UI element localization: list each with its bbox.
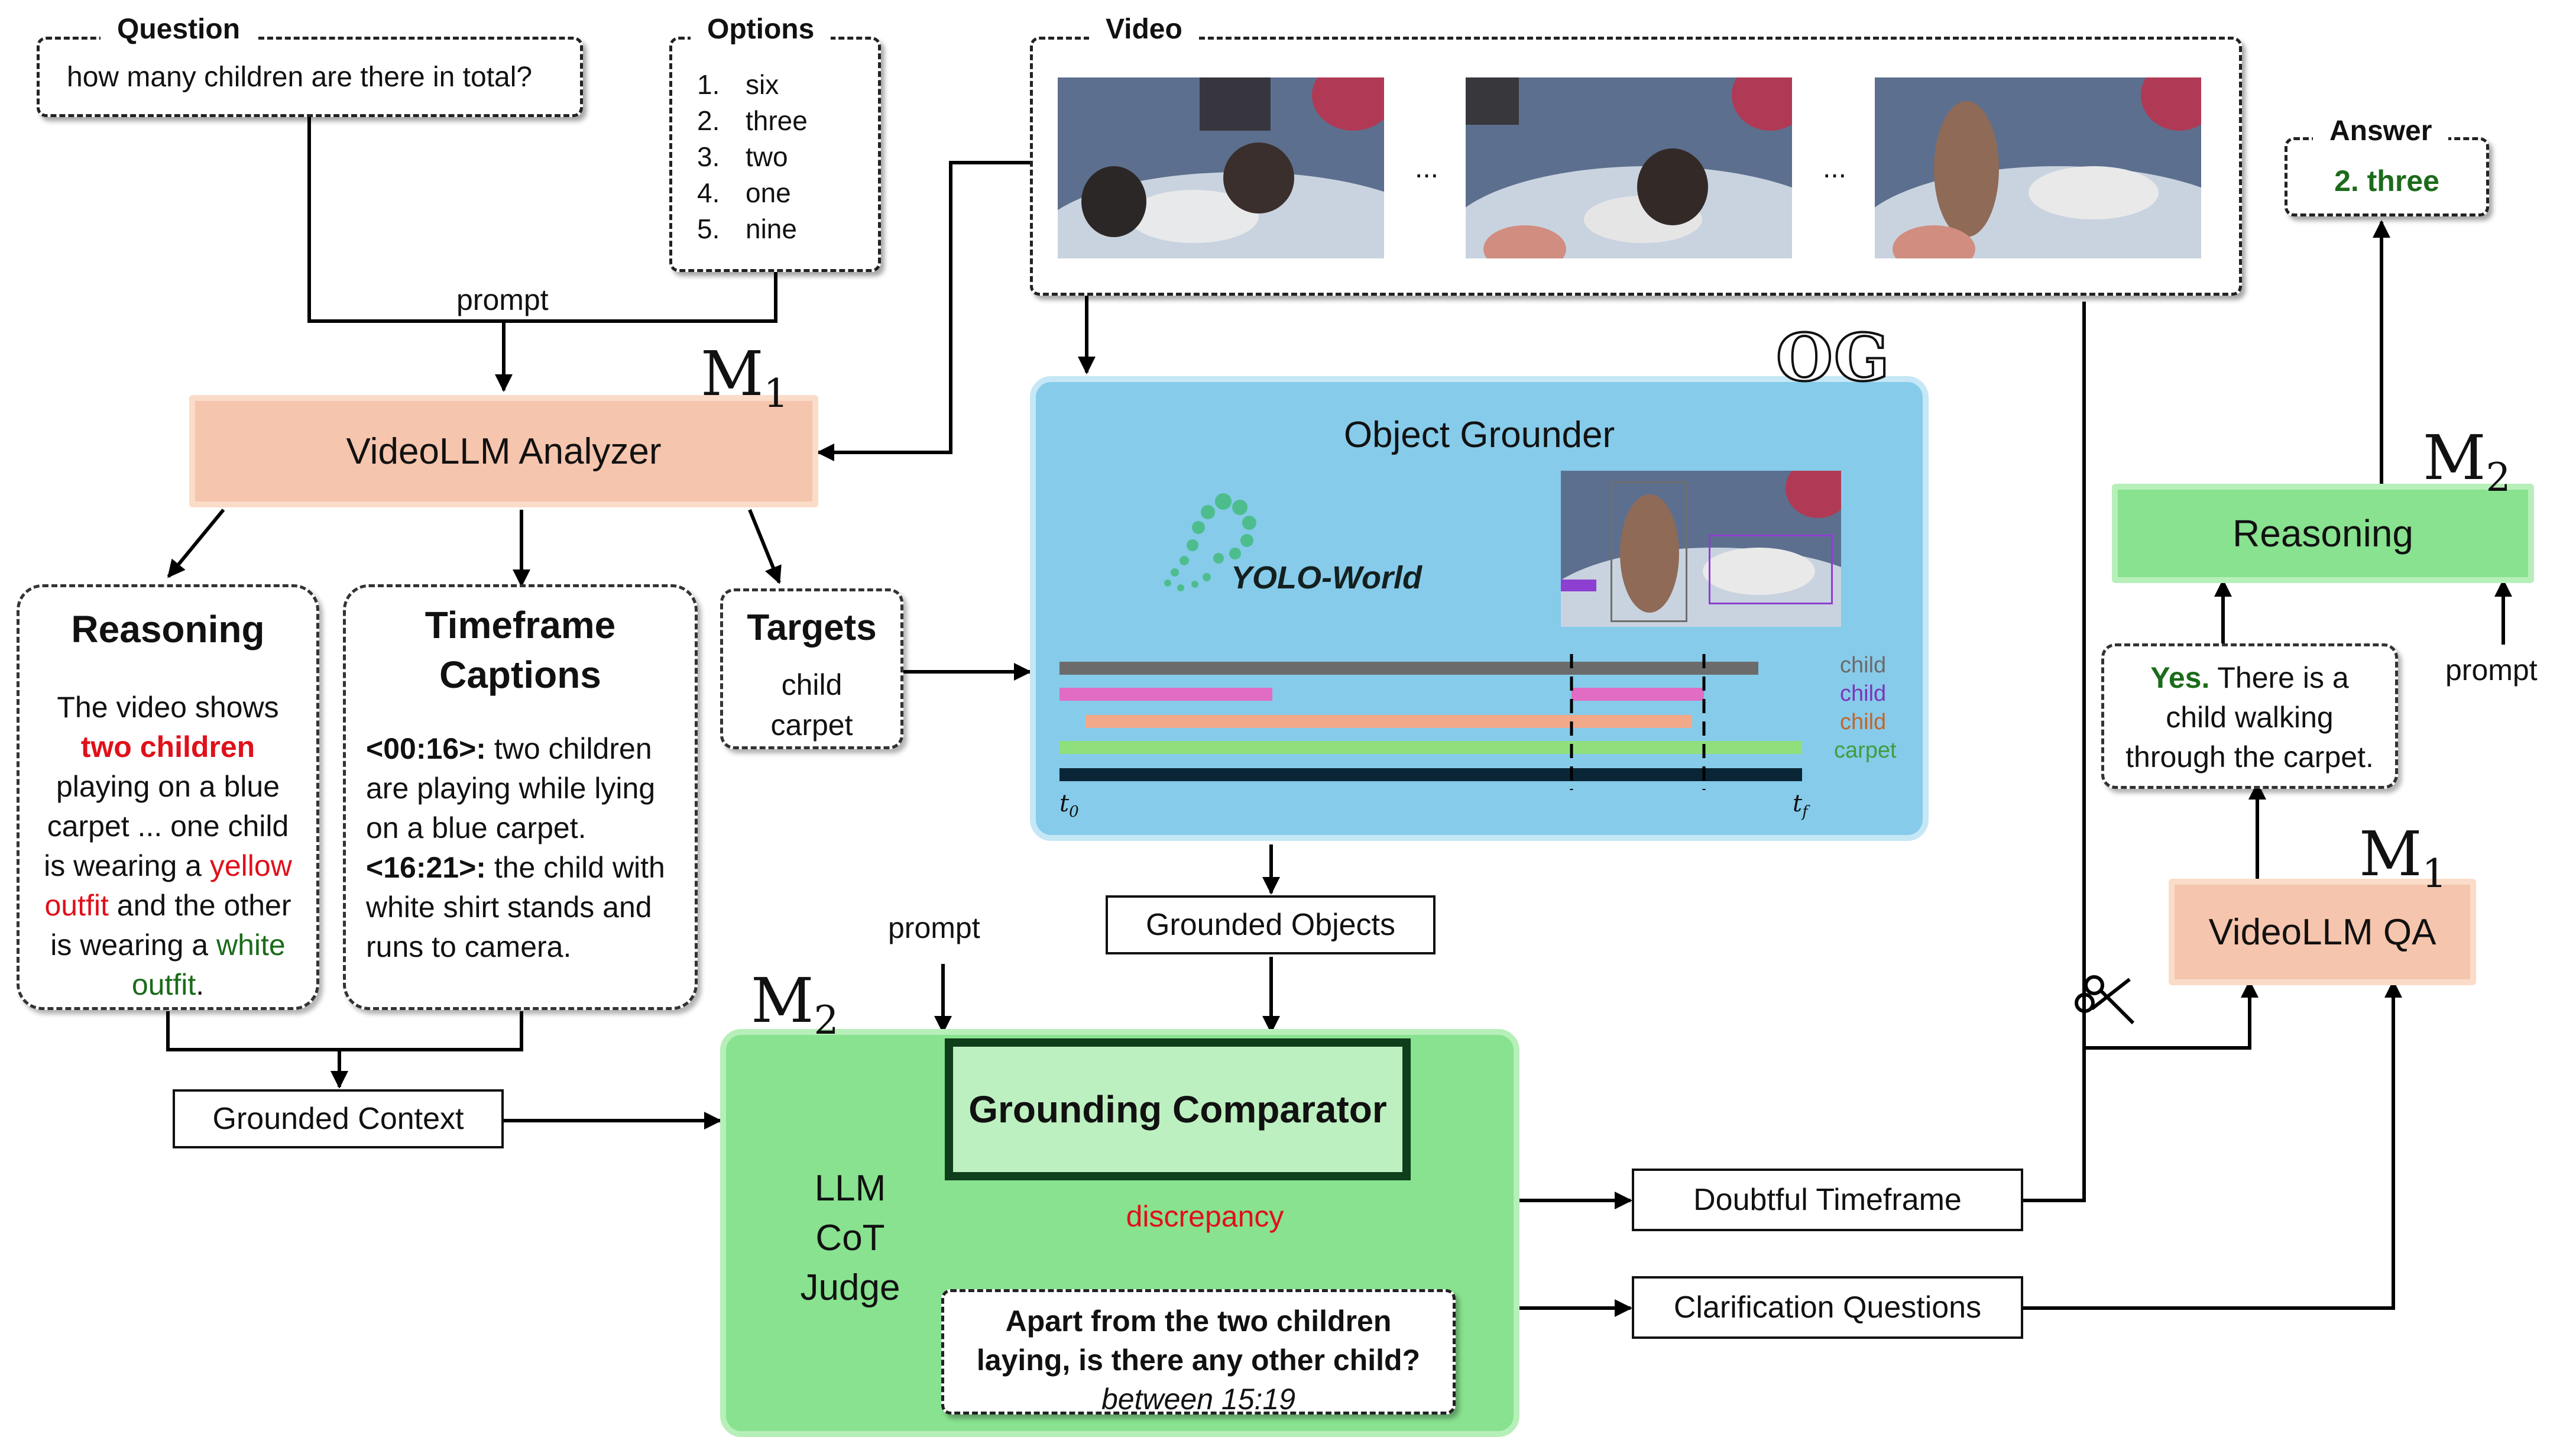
option-item: 1.six [697,69,779,100]
grounding-comparator: Grounding Comparator [945,1038,1411,1180]
question-box: how many children are there in total? [37,37,583,117]
target-item: child [781,668,843,701]
option-item: 3.two [697,141,788,172]
videollm-qa: VideoLLM QA [2169,879,2476,985]
prompt-label-judge: prompt [888,911,980,944]
answer-title: Answer [2313,115,2449,147]
videollm-analyzer: VideoLLM Analyzer [189,395,818,507]
option-item: 5.nine [697,213,797,244]
track-label: child [1840,681,1887,706]
answer-box: 2. three [2285,137,2489,216]
grounded-context: Grounded Context [173,1089,504,1148]
analyzer-model-label: M1 [701,338,789,416]
options-list: 1.six 2.three 3.two 4.one 5.nine [697,67,808,247]
yolo-world-logo-icon [1164,493,1256,591]
track-label: child [1840,653,1887,678]
track-timeline [1059,654,1802,790]
answer-text: 2. three [2334,164,2439,198]
targets-list: child carpet [723,665,900,745]
video-title: Video [1089,13,1199,46]
question-title: Question [101,13,257,46]
reasoning-final: Reasoning [2112,484,2534,583]
video-box: ... ... [1030,37,2242,296]
llm-cot-judge: LLM CoT Judge Grounding Comparator discr… [720,1029,1519,1437]
option-item: 4.one [697,177,791,208]
reasoning-model-label: M2 [2423,422,2511,500]
scissors-icon [2075,975,2135,1025]
video-frame-3 [1875,77,2201,258]
prompt-label-right: prompt [2445,653,2538,687]
reasoning-title: Reasoning [71,608,265,650]
options-box: 1.six 2.three 3.two 4.one 5.nine [669,37,881,272]
object-grounder: Object Grounder YOLO-World [1030,376,1929,841]
track-label: carpet [1834,738,1897,763]
question-text: how many children are there in total? [67,62,533,93]
prompt-label-top: prompt [456,283,549,316]
clarification-query-box: Apart from the two children laying, is t… [941,1289,1456,1416]
time-start-label: t0 [1059,790,1079,821]
video-frame-1 [1058,77,1384,258]
qa-answer-box: Yes. There is a child walking through th… [2101,643,2398,789]
targets-title: Targets [747,607,877,648]
reasoning-body: The video shows two children playing on … [44,691,292,1001]
doubtful-timeframe: Doubtful Timeframe [1632,1169,2023,1231]
qa-model-label: M1 [2359,818,2447,896]
grounded-frame [1561,471,1841,627]
reasoning-box: Reasoning The video shows two children p… [17,584,319,1010]
grounder-model-label: OG [1775,318,1891,397]
yolo-world-logo-text: YOLO-World [1231,560,1422,595]
video-ellipsis: ... [1415,153,1439,184]
grounder-label: Object Grounder [1343,415,1615,455]
time-end-label: tf [1793,790,1808,821]
target-item: carpet [770,708,853,742]
options-title: Options [691,13,831,46]
option-item: 2.three [697,105,808,136]
judge-model-label: M2 [751,965,839,1043]
timeframe-captions-box: Timeframe Captions <00:16>: two children… [343,584,698,1010]
video-frame-2 [1466,77,1792,258]
track-label: child [1840,710,1887,734]
video-ellipsis: ... [1823,153,1847,184]
judge-label: LLM CoT Judge [800,1168,900,1308]
captions-body: <00:16>: two children are playing while … [366,732,665,963]
captions-title: Timeframe Captions [425,604,616,696]
grounded-objects: Grounded Objects [1106,895,1436,954]
discrepancy-label: discrepancy [1126,1200,1284,1233]
clarification-questions: Clarification Questions [1632,1276,2023,1339]
targets-box: Targets child carpet [720,588,903,749]
